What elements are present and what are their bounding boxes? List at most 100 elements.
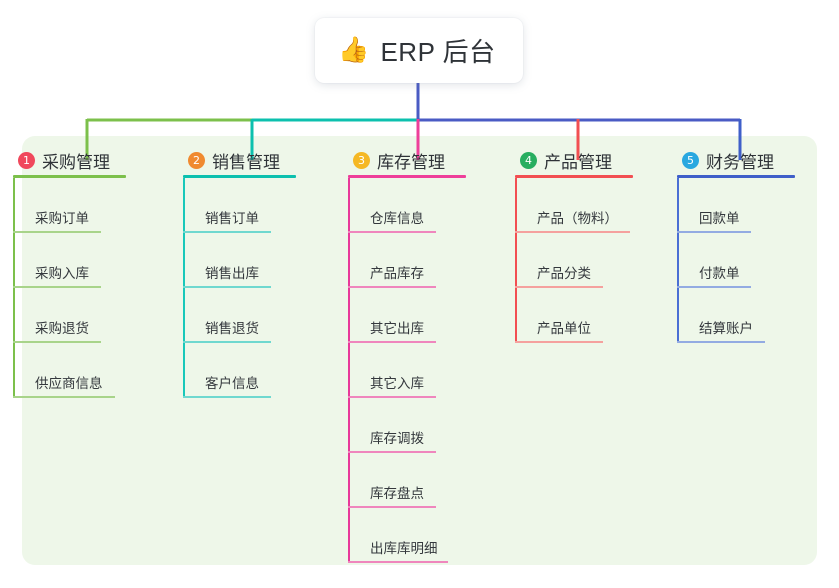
menu-item-underline	[183, 231, 271, 233]
menu-item-underline	[348, 451, 436, 453]
menu-item[interactable]: 库存盘点	[348, 453, 502, 508]
category-underline-4	[515, 175, 633, 178]
menu-item[interactable]: 销售订单	[183, 178, 335, 233]
menu-item-label: 回款单	[699, 211, 740, 226]
menu-item-underline	[677, 286, 751, 288]
menu-item-label: 付款单	[699, 266, 740, 281]
menu-item-label: 销售退货	[205, 321, 259, 336]
menu-item[interactable]: 产品分类	[515, 233, 664, 288]
category-header-5[interactable]: 5 财务管理	[664, 145, 839, 175]
item-connector	[515, 288, 517, 343]
menu-item-label: 产品（物料）	[537, 211, 618, 226]
category-badge-5: 5	[682, 151, 699, 169]
menu-item[interactable]: 销售出库	[183, 233, 335, 288]
item-connector	[348, 343, 350, 398]
menu-item-label: 出库库明细	[370, 541, 438, 556]
root-node-content: 👍 ERP 后台	[338, 32, 495, 69]
menu-item-underline	[348, 506, 436, 508]
category-title-1: 采购管理	[42, 152, 110, 172]
content-panel	[22, 136, 817, 565]
menu-item[interactable]: 其它入库	[348, 343, 502, 398]
item-connector	[515, 178, 517, 233]
menu-item[interactable]: 产品库存	[348, 233, 502, 288]
menu-item[interactable]: 仓库信息	[348, 178, 502, 233]
category-column-5: 5 财务管理回款单付款单结算账户	[664, 136, 839, 566]
category-items-2: 销售订单销售出库销售退货客户信息	[183, 178, 335, 398]
menu-item[interactable]: 产品（物料）	[515, 178, 664, 233]
menu-item[interactable]: 客户信息	[183, 343, 335, 398]
menu-item[interactable]: 库存调拨	[348, 398, 502, 453]
menu-item-underline	[183, 341, 271, 343]
item-connector	[348, 398, 350, 453]
menu-item[interactable]: 回款单	[677, 178, 839, 233]
menu-item[interactable]: 采购订单	[13, 178, 170, 233]
menu-item-underline	[348, 231, 436, 233]
menu-item-underline	[183, 396, 271, 398]
category-items-5: 回款单付款单结算账户	[677, 178, 839, 343]
menu-item-underline	[13, 396, 115, 398]
menu-item-label: 其它入库	[370, 376, 424, 391]
item-connector	[183, 233, 185, 288]
category-title-2: 销售管理	[212, 152, 280, 172]
menu-item-underline	[348, 286, 436, 288]
menu-item[interactable]: 销售退货	[183, 288, 335, 343]
menu-item-label: 产品单位	[537, 321, 591, 336]
menu-item-label: 采购退货	[35, 321, 89, 336]
menu-item-underline	[348, 341, 436, 343]
menu-item-label: 其它出库	[370, 321, 424, 336]
category-column-4: 4 产品管理产品（物料） 产品分类产品单位	[502, 136, 664, 566]
category-items-3: 仓库信息产品库存其它出库其它入库库存调拨库存盘点出库库明细	[348, 178, 502, 563]
category-title-4: 产品管理	[544, 152, 612, 172]
menu-item-underline	[13, 341, 101, 343]
menu-item-underline	[13, 286, 101, 288]
menu-item-label: 供应商信息	[35, 376, 103, 391]
menu-item-label: 销售订单	[205, 211, 259, 226]
category-column-2: 2 销售管理销售订单销售出库销售退货客户信息	[170, 136, 335, 566]
menu-item-label: 结算账户	[699, 321, 753, 336]
item-connector	[13, 178, 15, 233]
category-underline-1	[13, 175, 126, 178]
root-node-title: ERP 后台	[380, 37, 496, 67]
menu-item[interactable]: 其它出库	[348, 288, 502, 343]
item-connector	[13, 288, 15, 343]
menu-item[interactable]: 出库库明细	[348, 508, 502, 563]
menu-item[interactable]: 结算账户	[677, 288, 839, 343]
item-connector	[348, 508, 350, 563]
category-items-4: 产品（物料） 产品分类产品单位	[515, 178, 664, 343]
item-connector	[677, 233, 679, 288]
thumbs-up-icon: 👍	[338, 36, 370, 64]
category-header-2[interactable]: 2 销售管理	[170, 145, 335, 175]
category-underline-2	[183, 175, 296, 178]
item-connector	[515, 233, 517, 288]
category-underline-3	[348, 175, 466, 178]
category-title-5: 财务管理	[706, 152, 774, 172]
menu-item-label: 销售出库	[205, 266, 259, 281]
menu-item[interactable]: 采购退货	[13, 288, 170, 343]
menu-item-label: 客户信息	[205, 376, 259, 391]
menu-item[interactable]: 供应商信息	[13, 343, 170, 398]
category-underline-5	[677, 175, 795, 178]
item-connector	[677, 178, 679, 233]
category-badge-2: 2	[188, 151, 205, 169]
item-connector	[183, 178, 185, 233]
category-title-3: 库存管理	[377, 152, 445, 172]
menu-item[interactable]: 产品单位	[515, 288, 664, 343]
menu-item-underline	[183, 286, 271, 288]
item-connector	[348, 233, 350, 288]
menu-item-underline	[515, 286, 603, 288]
item-connector	[348, 453, 350, 508]
item-connector	[348, 288, 350, 343]
menu-item[interactable]: 付款单	[677, 233, 839, 288]
menu-item[interactable]: 采购入库	[13, 233, 170, 288]
category-items-1: 采购订单采购入库采购退货供应商信息	[13, 178, 170, 398]
menu-item-underline	[13, 231, 101, 233]
category-header-4[interactable]: 4 产品管理	[502, 145, 664, 175]
category-badge-4: 4	[520, 151, 537, 169]
root-node[interactable]: 👍 ERP 后台	[315, 18, 523, 83]
item-connector	[183, 288, 185, 343]
